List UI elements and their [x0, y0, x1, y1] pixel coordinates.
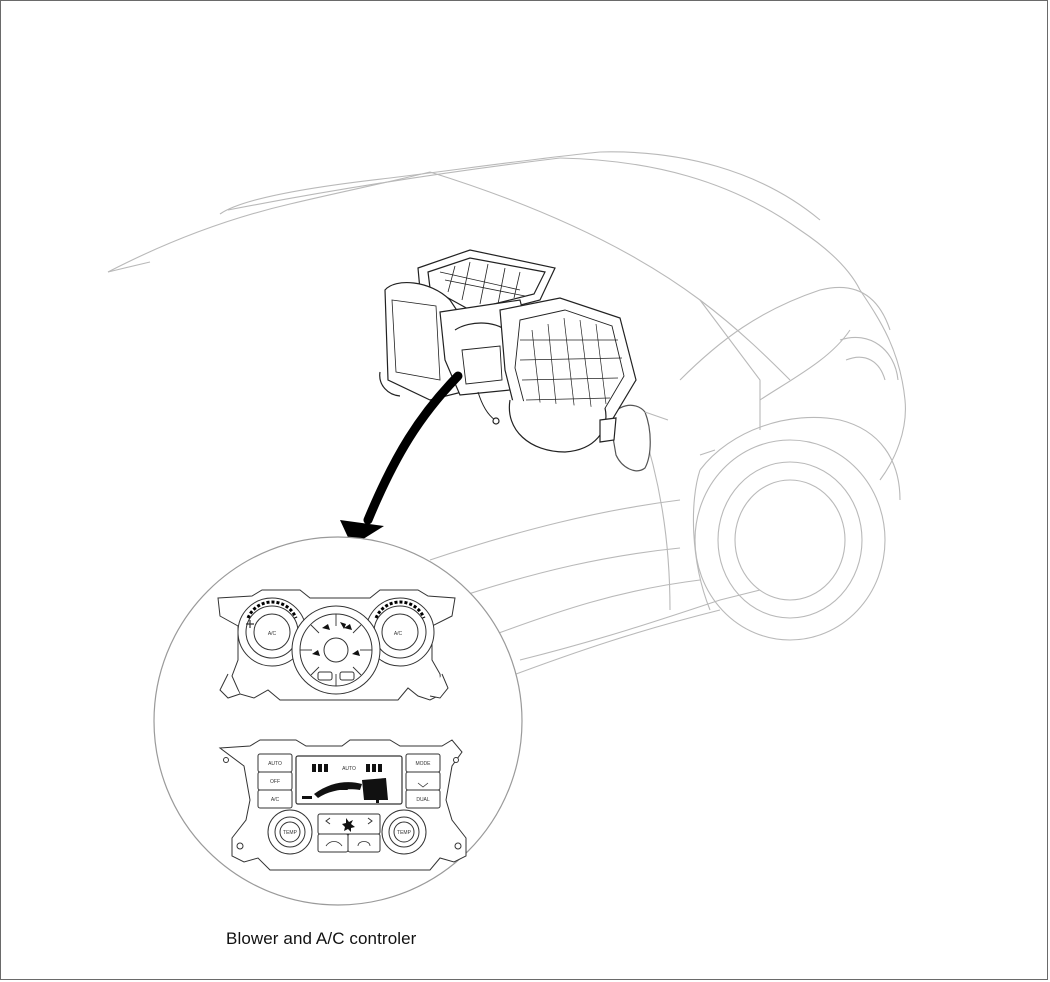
car-outline — [107, 151, 906, 681]
auto-lcd-mode-text: AUTO — [342, 766, 356, 772]
pointer-arrow — [340, 371, 463, 546]
auto-right-temp-label: TEMP — [397, 830, 412, 836]
auto-left-temp-label: TEMP — [283, 830, 298, 836]
auto-controller: AUTO OFF A/C MODE DUAL AUTO — [218, 739, 467, 871]
manual-left-knob-label: A/C — [268, 631, 277, 637]
figure-caption: Blower and A/C controler — [226, 929, 417, 948]
auto-button-dual-label: DUAL — [416, 797, 430, 803]
manual-right-knob-label: A/C — [394, 631, 403, 637]
auto-button-ac-label: A/C — [271, 797, 280, 803]
auto-button-off-label: OFF — [270, 779, 280, 785]
hvac-unit — [379, 249, 637, 453]
auto-button-mode-label: MODE — [416, 761, 432, 767]
manual-controller: A/C A/C — [217, 589, 456, 701]
auto-button-auto-label: AUTO — [268, 761, 282, 767]
